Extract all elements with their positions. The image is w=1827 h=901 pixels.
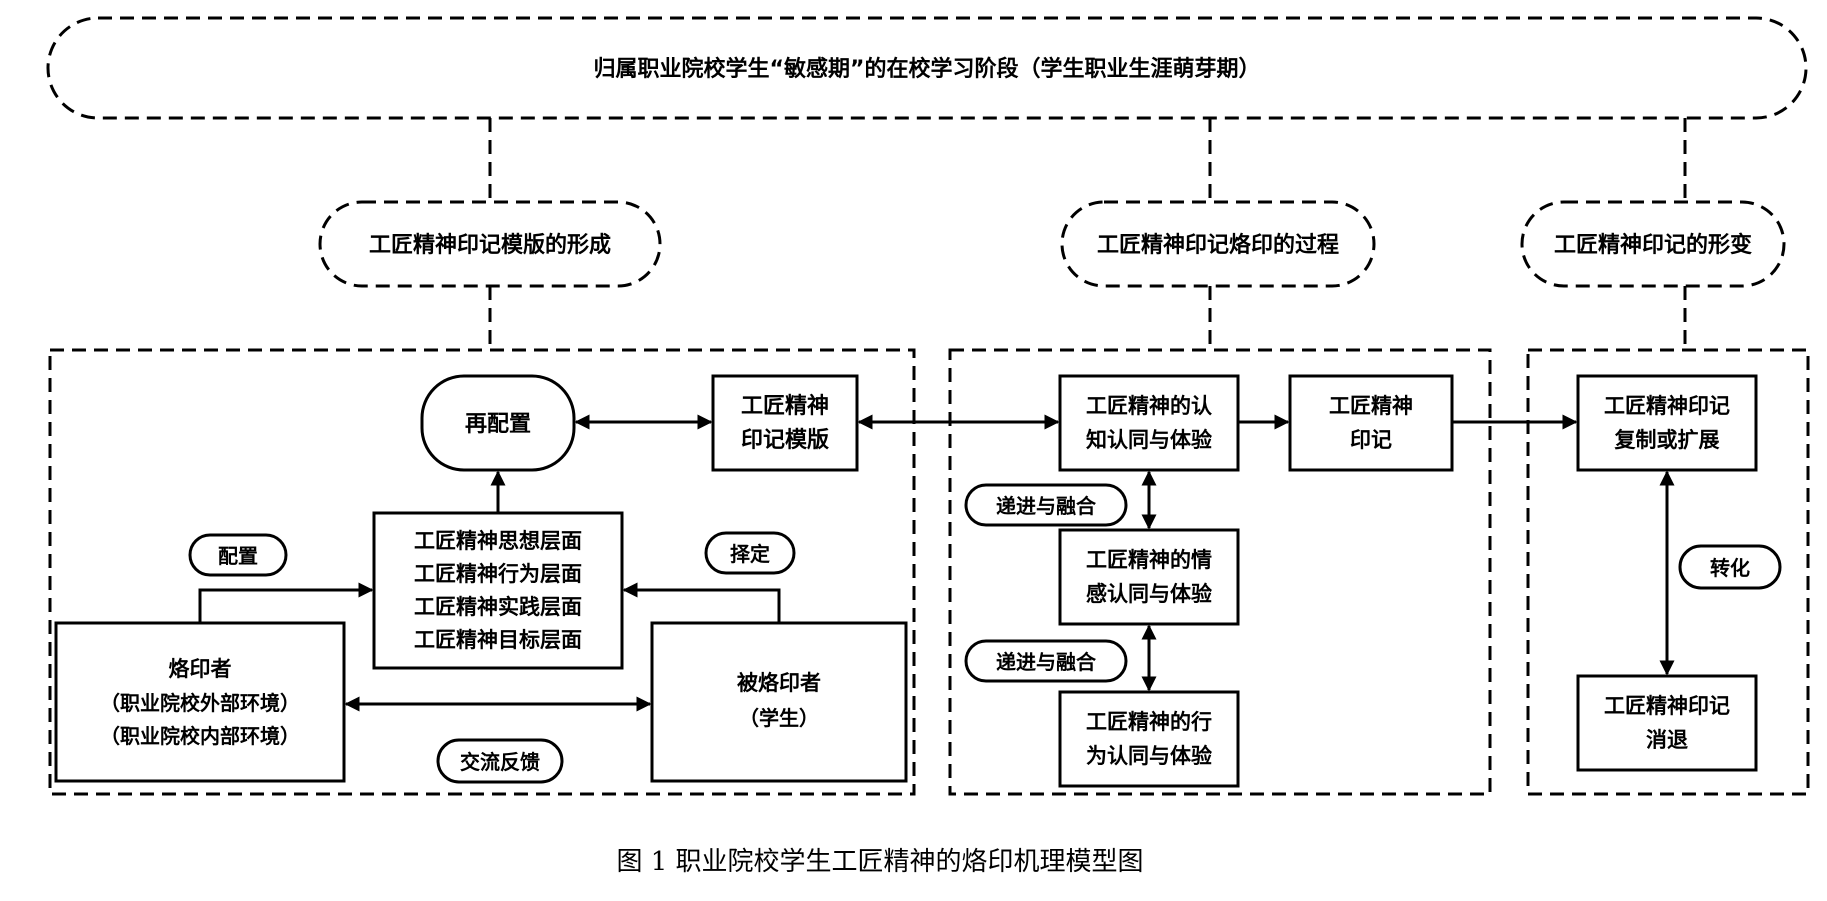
replicate-line-1: 工匠精神印记 [1604,394,1730,418]
phase-imprinting-label: 工匠精神印记烙印的过程 [1097,232,1339,258]
template-box [711,374,859,472]
section-transformation [1526,348,1810,796]
progress-label-1: 递进与融合 [996,494,1097,518]
imprint-box [1288,374,1454,472]
convert-oval [1678,544,1782,590]
configure-label: 配置 [218,544,258,568]
behavioral-line-1: 工匠精神的行 [1086,710,1212,734]
feedback-oval [436,738,564,784]
phase-transformation-oval [1520,200,1786,288]
progress-oval-1 [964,483,1128,527]
replicate-box [1576,374,1758,472]
cognitive-line-2: 知认同与体验 [1086,428,1212,452]
arrow-imprinted-levels [622,582,781,623]
imprinter-box [54,621,346,783]
emotional-line-1: 工匠精神的情 [1086,548,1212,572]
emotional-box [1058,528,1240,626]
phase-transformation-label: 工匠精神印记的形变 [1554,232,1752,258]
emotional-line-2: 感认同与体验 [1086,582,1212,606]
template-line-2: 印记模版 [741,428,829,453]
progress-label-2: 递进与融合 [996,650,1097,674]
select-label: 择定 [730,542,770,566]
imprinted-student: （学生） [739,706,819,730]
figure-caption: 图 1 职业院校学生工匠精神的烙印机理模型图 [616,847,1143,877]
feedback-label: 交流反馈 [460,750,540,774]
reconfigure-node [420,374,576,472]
imprint-line-1: 工匠精神 [1329,394,1413,418]
section-imprinting [948,348,1492,796]
select-oval [704,531,796,575]
stage-banner-text: 归属职业院校学生“敏感期”的在校学习阶段（学生职业生涯萌芽期） [594,56,1261,82]
cognitive-line-1: 工匠精神的认 [1086,394,1212,418]
phase-formation-label: 工匠精神印记模版的形成 [369,232,611,258]
levels-box [372,511,624,670]
reconfigure-label: 再配置 [465,412,531,437]
level-goal: 工匠精神目标层面 [414,628,582,652]
configure-oval [188,533,288,577]
progress-oval-2 [964,639,1128,683]
imprinted-title: 被烙印者 [737,671,821,695]
imprinter-internal: （职业院校内部环境） [100,724,300,748]
cognitive-box [1058,374,1240,472]
section-formation [48,348,916,796]
phase-imprinting-oval [1060,200,1376,288]
imprint-line-2: 印记 [1350,428,1392,452]
stage-banner [46,16,1808,120]
level-practice: 工匠精神实践层面 [414,595,582,619]
fade-box [1576,674,1758,772]
behavioral-line-2: 为认同与体验 [1086,744,1212,768]
imprinted-box [650,621,908,783]
level-behavior: 工匠精神行为层面 [414,562,582,586]
imprinter-title: 烙印者 [169,657,232,681]
replicate-line-2: 复制或扩展 [1614,428,1720,452]
level-thought: 工匠精神思想层面 [414,529,582,553]
fade-line-2: 消退 [1646,728,1688,752]
imprinter-external: （职业院校外部环境） [100,691,300,715]
arrow-imprinter-levels [198,582,374,623]
fade-line-1: 工匠精神印记 [1604,694,1730,718]
template-line-1: 工匠精神 [741,393,829,419]
convert-label: 转化 [1710,556,1750,580]
behavioral-box [1058,690,1240,788]
